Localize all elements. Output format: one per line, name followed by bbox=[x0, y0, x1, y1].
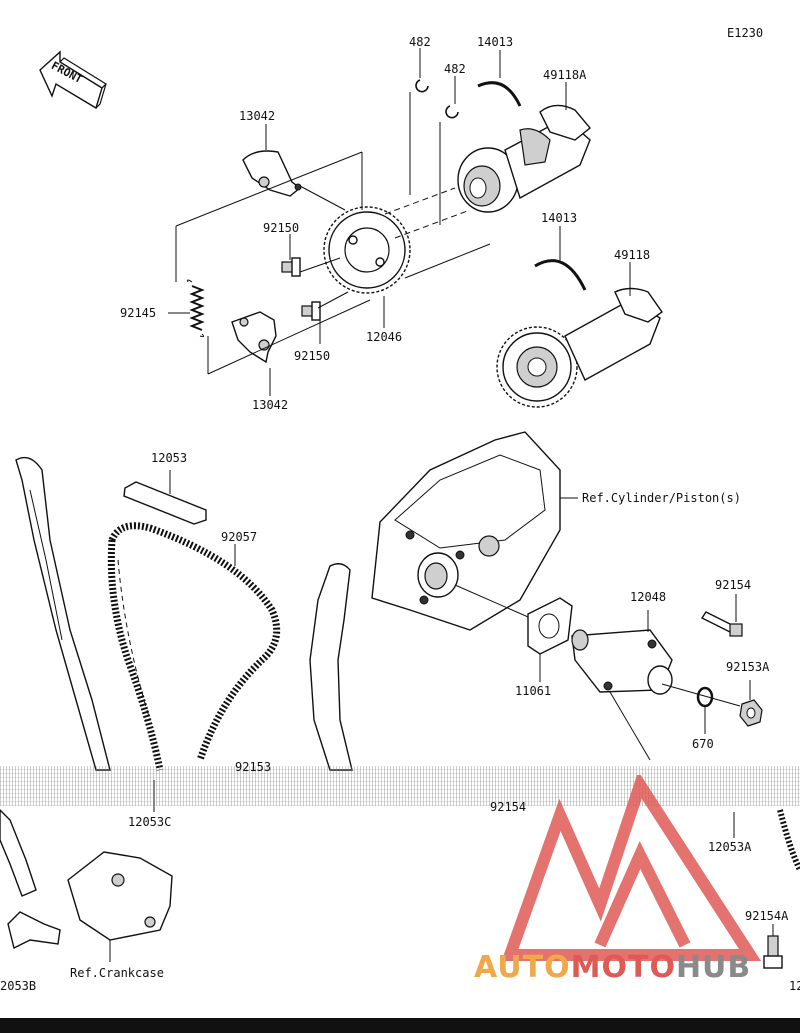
label-14013-b: 14013 bbox=[541, 211, 578, 225]
watermark-hub: HUB bbox=[675, 950, 752, 985]
camshaft-49118 bbox=[496, 287, 663, 408]
half-ring-14013-a bbox=[477, 81, 522, 107]
label-11061: 11061 bbox=[515, 684, 552, 698]
bottom-bar bbox=[0, 1018, 800, 1033]
label-12053A: 12053A bbox=[708, 840, 752, 854]
cylinder-head bbox=[371, 431, 578, 631]
circlip-482-a bbox=[415, 79, 429, 93]
leader-lines bbox=[153, 48, 735, 838]
watermark-logo-icon bbox=[501, 775, 762, 961]
watermark-auto: AUTO bbox=[474, 950, 571, 985]
diagram-code: E1230 bbox=[727, 26, 764, 40]
label-482-b: 482 bbox=[444, 62, 466, 76]
crankcase-bracket bbox=[67, 851, 173, 962]
bolt-92150-upper bbox=[281, 257, 301, 277]
label-92057: 92057 bbox=[221, 530, 258, 544]
chain-right-edge bbox=[777, 809, 800, 872]
label-12-edge: 12 bbox=[789, 979, 800, 993]
label-2053B: 2053B bbox=[0, 979, 37, 993]
label-92154: 92154 bbox=[715, 578, 752, 592]
label-12053C: 12053C bbox=[128, 815, 172, 829]
label-92153A: 92153A bbox=[726, 660, 770, 674]
spring-92145 bbox=[187, 279, 205, 338]
watermark-moto: MOTO bbox=[570, 950, 676, 985]
nut-92153A bbox=[739, 680, 763, 727]
front-arrow-icon bbox=[39, 50, 107, 110]
decomp-weight-upper bbox=[242, 150, 302, 197]
label-12048: 12048 bbox=[630, 590, 667, 604]
label-92153: 92153 bbox=[235, 760, 272, 774]
label-92145: 92145 bbox=[120, 306, 157, 320]
gasket-11061 bbox=[527, 597, 573, 682]
bolt-92154A bbox=[763, 924, 783, 969]
label-49118A: 49118A bbox=[543, 68, 587, 82]
label-12053: 12053 bbox=[151, 451, 188, 465]
label-14013-a: 14013 bbox=[477, 35, 514, 49]
label-92154A: 92154A bbox=[745, 909, 789, 923]
label-92154-b: 92154 bbox=[490, 800, 527, 814]
chain-guide-lower bbox=[0, 809, 37, 897]
label-92150-a: 92150 bbox=[263, 221, 300, 235]
chain-guide-left bbox=[15, 456, 111, 771]
camshaft-49118A bbox=[457, 104, 591, 213]
tensioner-12048 bbox=[571, 610, 741, 761]
stopper-12053B bbox=[7, 911, 61, 950]
guide-12053 bbox=[123, 470, 207, 525]
label-13042-b: 13042 bbox=[252, 398, 289, 412]
label-13042-a: 13042 bbox=[239, 109, 276, 123]
cam-sprocket-12046 bbox=[323, 206, 411, 294]
label-ref-cylinder: Ref.Cylinder/Piston(s) bbox=[582, 491, 741, 505]
bolt-92154 bbox=[700, 594, 743, 637]
label-670: 670 bbox=[692, 737, 714, 751]
assembly-lines bbox=[175, 92, 491, 375]
scan-noise-band bbox=[0, 766, 800, 806]
label-482-a: 482 bbox=[409, 35, 431, 49]
chain-guide-right bbox=[309, 563, 353, 771]
label-ref-crankcase: Ref.Crankcase bbox=[70, 966, 164, 980]
label-12046: 12046 bbox=[366, 330, 403, 344]
circlip-482-b bbox=[445, 105, 459, 119]
half-ring-14013-b bbox=[534, 259, 587, 291]
watermark-text: AUTOMOTOHUB bbox=[474, 950, 751, 985]
label-92150-b: 92150 bbox=[294, 349, 331, 363]
decomp-weight-lower bbox=[231, 311, 277, 364]
timing-chain-92057 bbox=[107, 522, 281, 771]
label-49118: 49118 bbox=[614, 248, 651, 262]
bolt-92150-lower bbox=[301, 301, 321, 321]
